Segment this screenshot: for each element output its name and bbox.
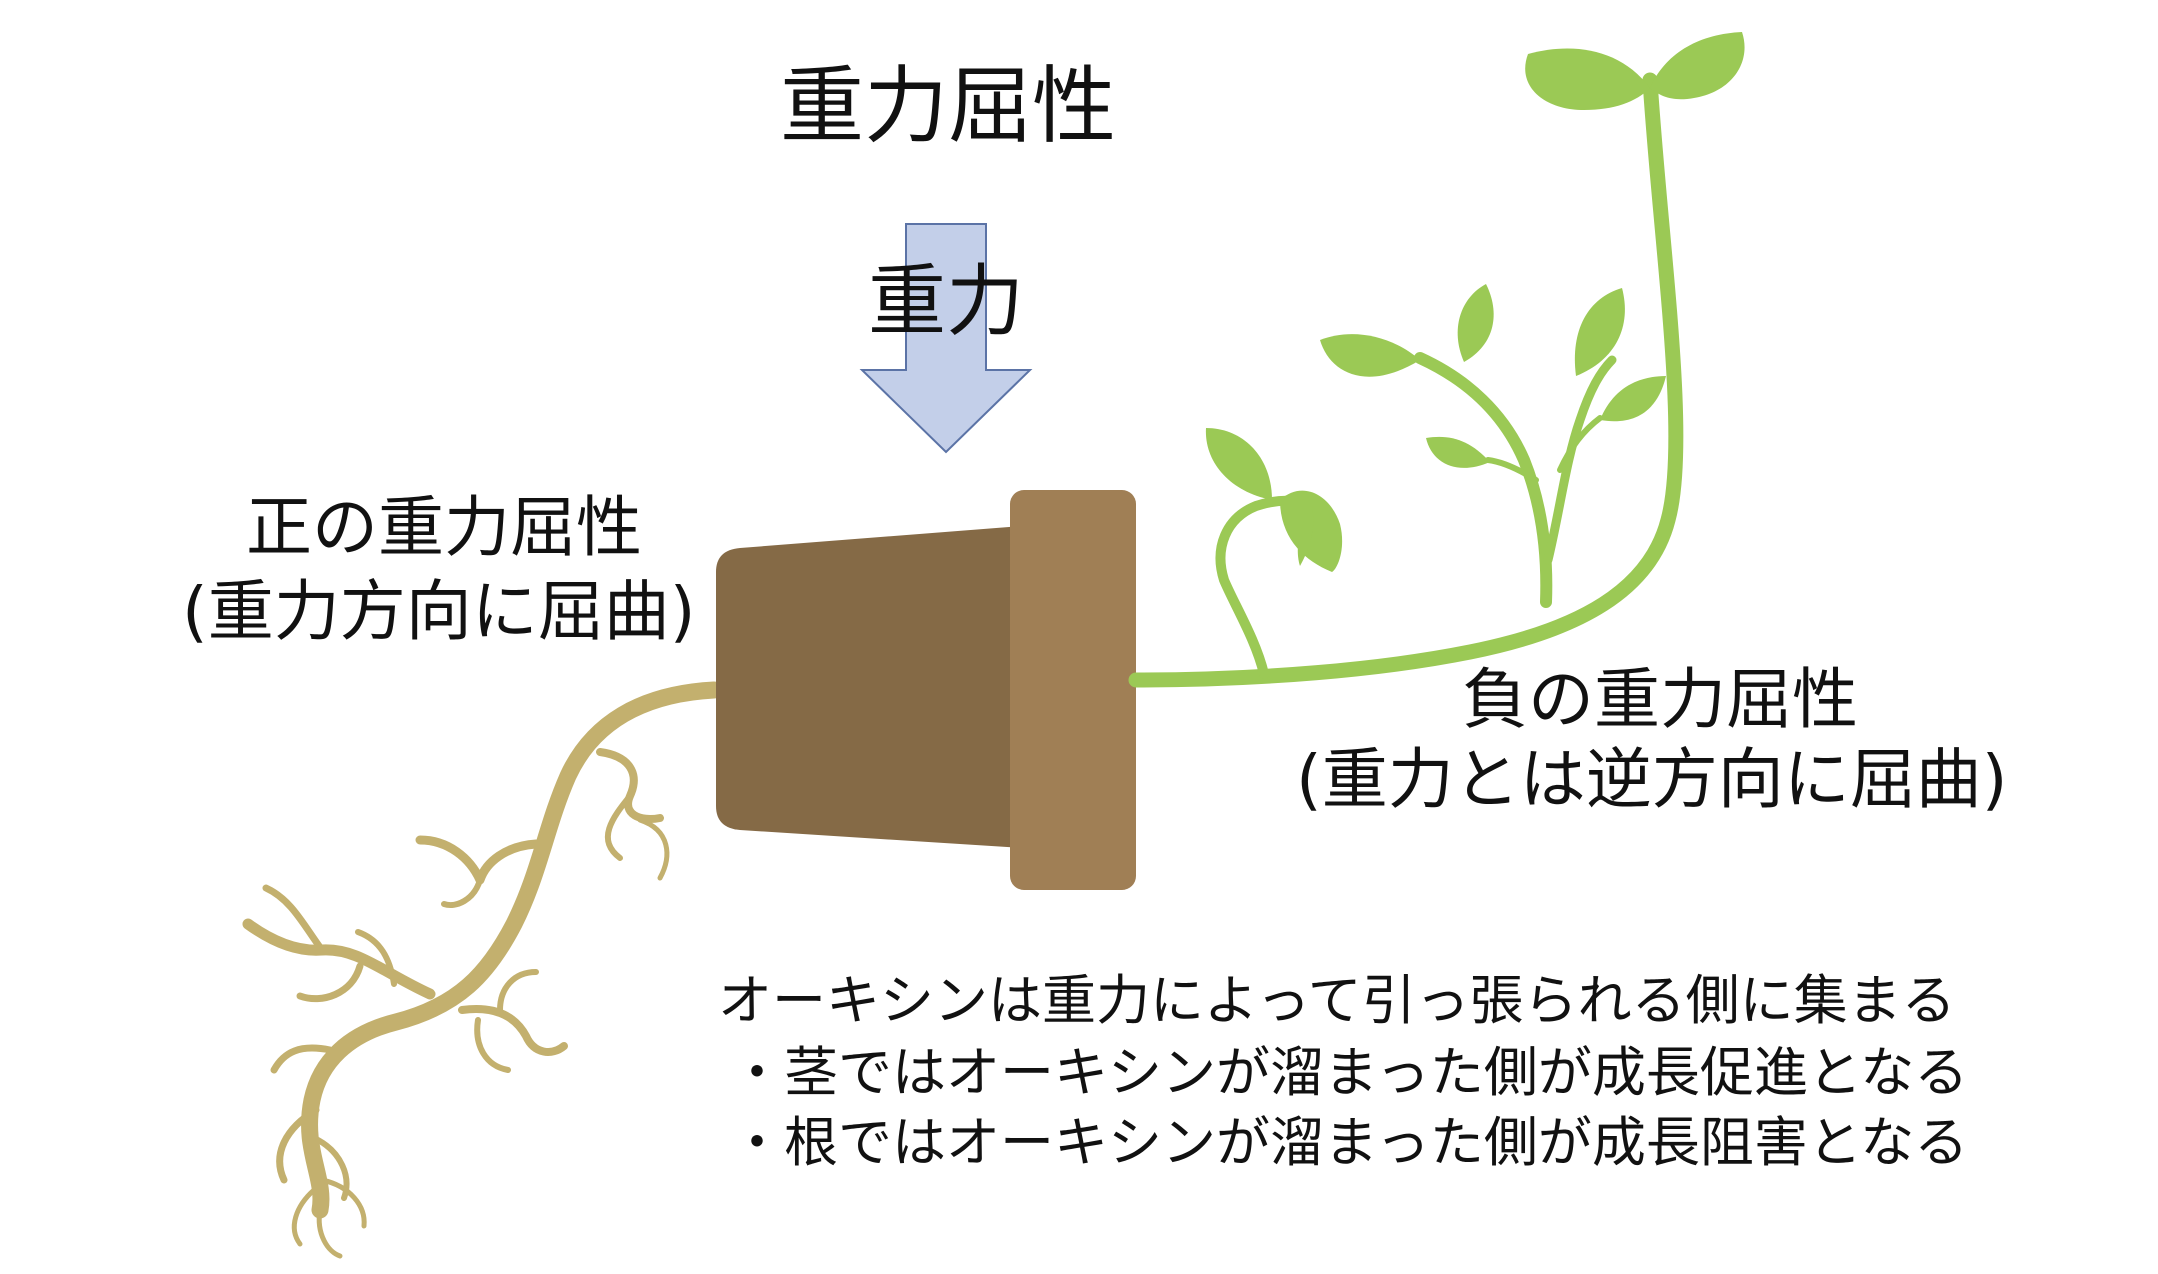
pot-rim [1010,490,1136,890]
positive-gravitropism-title: 正の重力屈性 [246,489,642,566]
explanation-line-1: オーキシンは重力によって引っ張られる側に集まる [718,969,1956,1032]
explanation-line-3: ・根ではオーキシンが溜まった側が成長阻害となる [730,1111,1969,1174]
shoot [1128,72,1684,688]
gravity-arrow [859,223,1033,454]
explanation-line-2: ・茎ではオーキシンが溜まった側が成長促進となる [730,1041,1969,1104]
diagram-title: 重力屈性 [780,57,1117,155]
gravity-arrow-label: 重力 [868,257,1025,347]
leaves [1205,32,1745,572]
negative-gravitropism-subtitle: (重力とは逆方向に屈曲) [1296,741,2008,818]
pot-body [716,526,1022,848]
roots [242,681,723,1259]
negative-gravitropism-title: 負の重力屈性 [1462,661,1858,738]
positive-gravitropism-subtitle: (重力方向に屈曲) [182,573,696,650]
